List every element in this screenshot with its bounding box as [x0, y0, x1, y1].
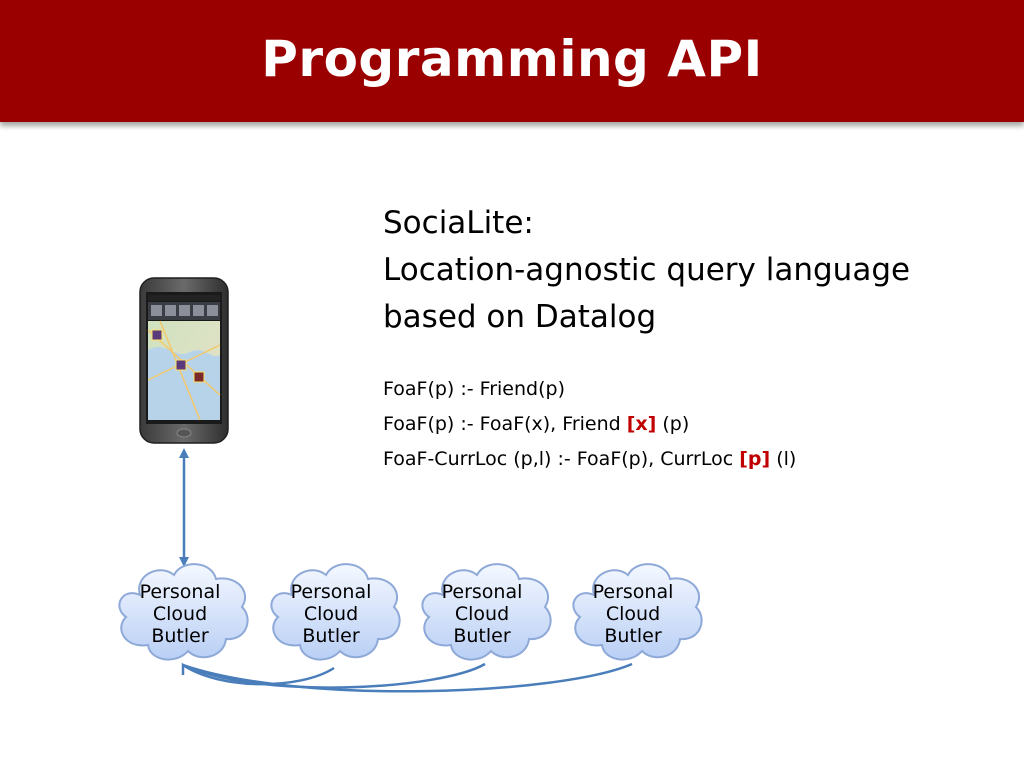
cloud-4-line-2: Cloud [605, 603, 661, 625]
cloud-3-line-3: Butler [453, 625, 511, 647]
cloud-label-3: Personal Cloud Butler [422, 581, 542, 647]
cloud-label-4: Personal Cloud Butler [573, 581, 693, 647]
cloud-1-line-2: Cloud [152, 603, 208, 625]
rule-line-1: FoaF(p) :- Friend(p) [383, 372, 1013, 407]
cloud-1-line-1: Personal [139, 581, 221, 603]
rule-2-text: FoaF(p) :- FoaF(x), Friend [383, 413, 627, 435]
rule-2-highlight: [x] [626, 413, 657, 435]
cloud-4-line-3: Butler [604, 625, 662, 647]
datalog-rules: FoaF(p) :- Friend(p) FoaF(p) :- FoaF(x),… [383, 372, 1013, 477]
rule-3-highlight: [p] [739, 448, 771, 470]
cloud-connections [181, 662, 633, 693]
cloud-2-line-2: Cloud [303, 603, 359, 625]
cloud-3-line-2: Cloud [454, 603, 510, 625]
cloud-2-line-3: Butler [302, 625, 360, 647]
cloud-label-1: Personal Cloud Butler [120, 581, 240, 647]
cloud-2-line-1: Personal [290, 581, 372, 603]
title-bar [0, 0, 1024, 122]
rule-2-tail: (p) [656, 413, 690, 435]
cloud-1-line-3: Butler [151, 625, 209, 647]
rule-line-2: FoaF(p) :- FoaF(x), Friend [x] (p) [383, 407, 1013, 442]
cloud-3-line-1: Personal [441, 581, 523, 603]
cloud-4-line-1: Personal [592, 581, 674, 603]
slide-title: Programming API [261, 30, 763, 88]
socialite-heading: SociaLite: [383, 205, 534, 241]
rule-line-3: FoaF-CurrLoc (p,l) :- FoaF(p), CurrLoc [… [383, 442, 1013, 477]
socialite-line-3: based on Datalog [383, 299, 657, 335]
cloud-label-2: Personal Cloud Butler [271, 581, 391, 647]
socialite-description: SociaLite: Location-agnostic query langu… [383, 200, 1013, 341]
rule-1-text: FoaF(p) :- Friend(p) [383, 378, 565, 400]
rule-3-text: FoaF-CurrLoc (p,l) :- FoaF(p), CurrLoc [383, 448, 740, 470]
rule-3-tail: (l) [770, 448, 797, 470]
smartphone-map-icon [139, 277, 229, 444]
socialite-line-2: Location-agnostic query language [383, 252, 911, 288]
